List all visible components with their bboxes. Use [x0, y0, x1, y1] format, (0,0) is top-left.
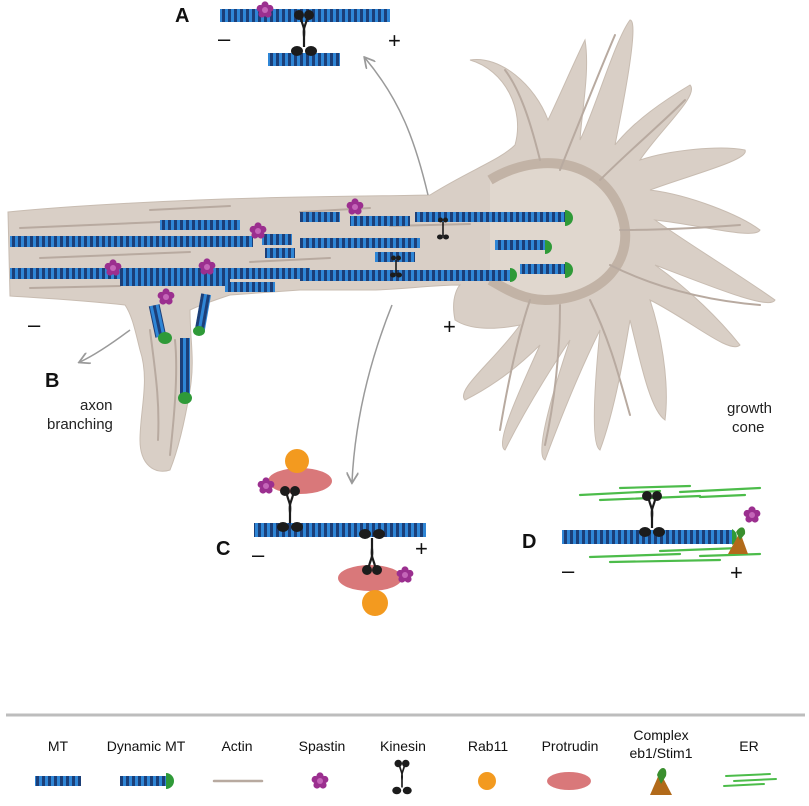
growth-cone-label-2: cone: [732, 419, 765, 436]
spastin: [743, 506, 761, 523]
microtubule: [120, 276, 230, 286]
axon-microtubules: [10, 198, 573, 404]
complex-top: [736, 527, 746, 540]
microtubule: [10, 268, 310, 279]
microtubule: [10, 236, 253, 247]
growth-cone-label-1: growth: [727, 400, 772, 417]
panel-d-label: D: [522, 531, 536, 553]
panel-d-plus: +: [730, 560, 743, 585]
microtubule: [520, 264, 565, 274]
legend-complex-icon: [650, 767, 672, 795]
legend-spastin-icon: [311, 772, 329, 789]
legend-label-mt: MT: [48, 738, 69, 754]
axon-branching-label-1: axon: [80, 397, 113, 414]
microtubule: [194, 293, 212, 331]
panel-d-minus: –: [562, 558, 575, 583]
microtubule: [495, 240, 545, 250]
axon-branching-label-2: branching: [47, 416, 113, 433]
rab11: [285, 449, 309, 473]
arrow-to-c: [352, 304, 393, 482]
panel-c-label: C: [216, 538, 230, 560]
arrow-to-a: [365, 58, 429, 196]
microtubule: [300, 238, 420, 248]
panel-c-minus: –: [252, 542, 265, 567]
axon-plus-label: +: [443, 314, 456, 339]
legend-label-spastin: Spastin: [299, 738, 346, 754]
panel-a: A – +: [175, 1, 401, 66]
legend-label-kinesin: Kinesin: [380, 738, 426, 754]
callout-arrows: [80, 58, 429, 482]
legend-label-rab11: Rab11: [468, 738, 508, 754]
spastin: [256, 1, 274, 18]
microtubule: [300, 270, 510, 281]
dynamic-mt-caps: [158, 210, 573, 404]
panel-c: C – +: [216, 449, 428, 616]
legend-dynamic-mt-icon: [120, 773, 174, 789]
protrudin: [338, 565, 402, 591]
legend-label-protrudin: Protrudin: [542, 738, 599, 754]
spastin: [396, 566, 414, 583]
panel-b-label: B: [45, 370, 59, 392]
legend-label-eb1-stim1: eb1/Stim1: [629, 745, 692, 761]
dynamic-microtubule: [562, 530, 732, 544]
legend-label-complex: Complex: [633, 727, 688, 743]
microtubule: [265, 248, 295, 258]
legend-label-dynamic-mt: Dynamic MT: [107, 738, 186, 754]
panel-d: D – +: [522, 484, 762, 585]
panel-a-label: A: [175, 5, 189, 27]
legend-er-icon: [723, 773, 777, 787]
microtubule: [350, 216, 410, 226]
microtubule: [180, 338, 190, 396]
legend-rab11-icon: [478, 772, 496, 790]
legend-mt-icon: [35, 776, 81, 786]
microtubule: [262, 234, 292, 245]
microtubule: [415, 212, 565, 222]
legend-kinesin-icon: [391, 758, 413, 796]
axon-minus-label: –: [28, 312, 41, 337]
legend-label-er: ER: [739, 738, 758, 754]
legend-protrudin-icon: [547, 772, 591, 790]
panel-a-minus: –: [218, 26, 231, 51]
rab11: [362, 590, 388, 616]
microtubule: [268, 53, 340, 66]
legend-label-actin: Actin: [221, 738, 252, 754]
microtubule: [225, 282, 275, 292]
panel-a-plus: +: [388, 28, 401, 53]
microtubule: [300, 212, 340, 222]
legend: MT Dynamic MT Actin Spastin Kinesin Rab1…: [35, 727, 777, 796]
arrow-to-b: [80, 329, 131, 362]
microtubule: [160, 220, 240, 230]
microtubule: [148, 304, 167, 338]
panel-c-plus: +: [415, 536, 428, 561]
complex-eb1-stim1: [728, 532, 748, 554]
